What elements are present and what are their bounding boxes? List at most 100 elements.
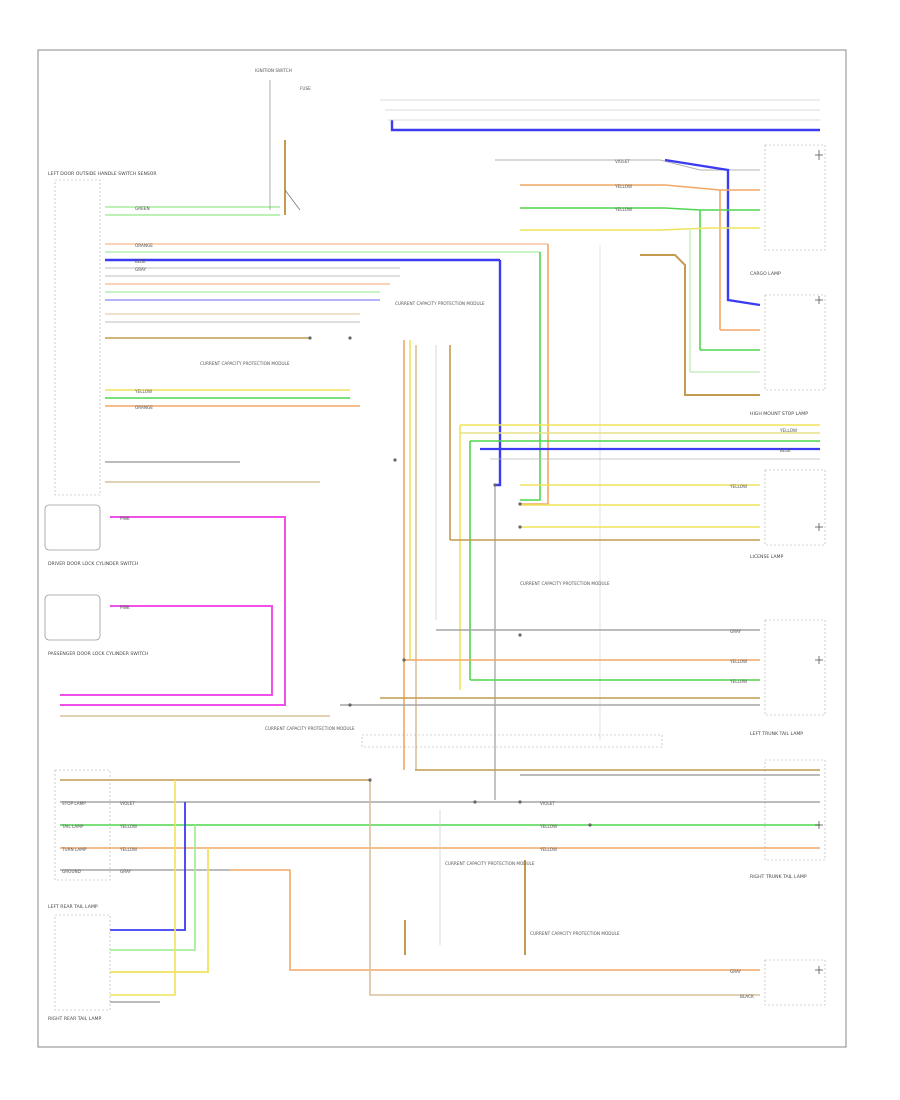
wire-blue-riser [495, 260, 502, 487]
right-third-lamp-box [764, 469, 826, 546]
ground-icon [815, 656, 823, 664]
right-fourth-lamp-box [764, 619, 826, 716]
ground-icon [815, 966, 823, 974]
wire-brown-right [640, 254, 760, 396]
wire-yellow-lr [110, 848, 209, 973]
right-sixth-lamp-box [764, 959, 826, 1006]
wire-pink-1 [60, 516, 286, 706]
wire-tag: BLUE [780, 448, 791, 453]
right-upper-lamp-box [764, 144, 826, 251]
ground-icon [815, 821, 823, 829]
wire-tag: YELLOW [539, 824, 557, 829]
wire-tag: ORANGE [135, 405, 153, 410]
left-rear-lamp-box [54, 914, 111, 1011]
splice-label: CURRENT CAPACITY PROTECTION MODULE [265, 726, 355, 731]
ignition-switch-arm [284, 189, 301, 211]
wire-tag: VIOLET [615, 159, 630, 164]
splice-dashed-box [361, 734, 663, 748]
wire-green-right1 [520, 207, 760, 211]
wire-tags: GREEN ORANGE BLUE GRAY YELLOW ORANGE PIN… [119, 159, 797, 999]
wire-tag: YELLOW [539, 847, 557, 852]
wire-green-lr [110, 825, 196, 951]
legend-ground: GROUND [62, 869, 81, 874]
splice-dot [518, 525, 522, 529]
wire-tag: BLUE [135, 259, 146, 264]
wire-tag: YELLOW [729, 679, 747, 684]
splice-dot [588, 823, 592, 827]
splice-dot [348, 336, 352, 340]
legend-stop-lamp: STOP LAMP [62, 801, 86, 806]
wire-pink-2 [60, 605, 273, 696]
driver-lock-switch-label: DRIVER DOOR LOCK CYLINDER SWITCH [48, 561, 138, 567]
splice-dot [402, 658, 406, 662]
component-outlines [44, 144, 826, 1011]
diagram-frame [37, 49, 847, 1048]
left-door-switch-box [54, 179, 101, 496]
splice-dot [368, 778, 372, 782]
right-rear-connector-box [54, 769, 111, 881]
left-rear-lamp-label: LEFT REAR TAIL LAMP [48, 904, 98, 910]
splice-dot [518, 502, 522, 506]
wire-tag: PINK [120, 605, 130, 610]
legend-turn-lamp: TURN LAMP [61, 847, 87, 852]
splice-dot [348, 703, 352, 707]
wire-tag: YELLOW [779, 428, 797, 433]
wire-blue-lr [110, 802, 186, 931]
high-mount-stop-label: HIGH MOUNT STOP LAMP [750, 411, 808, 417]
wire-blue-top [390, 120, 820, 132]
splice-dot [308, 336, 312, 340]
wire-tag: YELLOW [729, 659, 747, 664]
splice-dot [518, 633, 522, 637]
wire-tag: GRAY [730, 629, 742, 634]
splice-label: CURRENT CAPACITY PROTECTION MODULE [395, 301, 485, 306]
wire-tag: GRAY [730, 969, 742, 974]
wire-tag: YELLOW [119, 824, 137, 829]
ignition-switch-label: IGNITION SWITCH [255, 68, 292, 73]
wire-group [60, 99, 820, 1003]
wire-orange-riser [520, 244, 549, 505]
wire-gray-right1 [495, 159, 760, 171]
lamp-legend: STOP LAMP TAIL LAMP TURN LAMP GROUND [61, 801, 87, 874]
driver-lock-switch-box [44, 504, 101, 551]
component-labels: LEFT DOOR OUTSIDE HANDLE SWITCH SENSOR D… [48, 171, 808, 1022]
wire-tag: VIOLET [120, 801, 135, 806]
wire-tag: GRAY [135, 267, 147, 272]
wire-orange-right1 [520, 184, 760, 191]
wire-tag: VIOLET [540, 801, 555, 806]
cargo-lamp-label: CARGO LAMP [750, 271, 781, 277]
splice-points [308, 336, 592, 827]
splice-label: CURRENT CAPACITY PROTECTION MODULE [520, 581, 610, 586]
wire-tag: YELLOW [119, 847, 137, 852]
passenger-lock-switch-box [44, 594, 101, 641]
splice-dot [493, 483, 497, 487]
wire-green-riser [520, 252, 541, 501]
legend-tail-lamp: TAIL LAMP [61, 824, 84, 829]
left-door-switch-label: LEFT DOOR OUTSIDE HANDLE SWITCH SENSOR [48, 171, 157, 177]
wire-yellow-right1 [520, 227, 760, 231]
right-mid-lamp-box [764, 294, 826, 391]
splice-dot [473, 800, 477, 804]
splice-dot [518, 800, 522, 804]
right-rear-lamp-label: RIGHT REAR TAIL LAMP [48, 1016, 101, 1022]
ground-icon [815, 523, 823, 531]
ground-symbols [815, 150, 823, 974]
ground-icon [815, 150, 823, 160]
wire-tag: YELLOW [614, 184, 632, 189]
ground-icon [815, 296, 823, 304]
wire-tan-b7 [369, 780, 760, 996]
splice-label: CURRENT CAPACITY PROTECTION MODULE [200, 361, 290, 366]
wire-tag: GRAY [120, 869, 132, 874]
wire-tag: PINK [120, 516, 130, 521]
wire-tag: GREEN [135, 206, 150, 211]
fuse-label: FUSE [300, 86, 311, 91]
splice-label: CURRENT CAPACITY PROTECTION MODULE [445, 861, 535, 866]
wire-yellow-lr2 [110, 780, 176, 996]
left-trunk-lamp-label: LEFT TRUNK TAIL LAMP [750, 731, 803, 737]
wire-tag: ORANGE [135, 243, 153, 248]
right-fifth-lamp-box [764, 759, 826, 861]
splice-label: CURRENT CAPACITY PROTECTION MODULE [530, 931, 620, 936]
passenger-lock-switch-label: PASSENGER DOOR LOCK CYLINDER SWITCH [48, 651, 148, 657]
splice-dot [393, 458, 397, 462]
wire-orange-b6 [230, 869, 760, 971]
wire-tag: YELLOW [729, 484, 747, 489]
